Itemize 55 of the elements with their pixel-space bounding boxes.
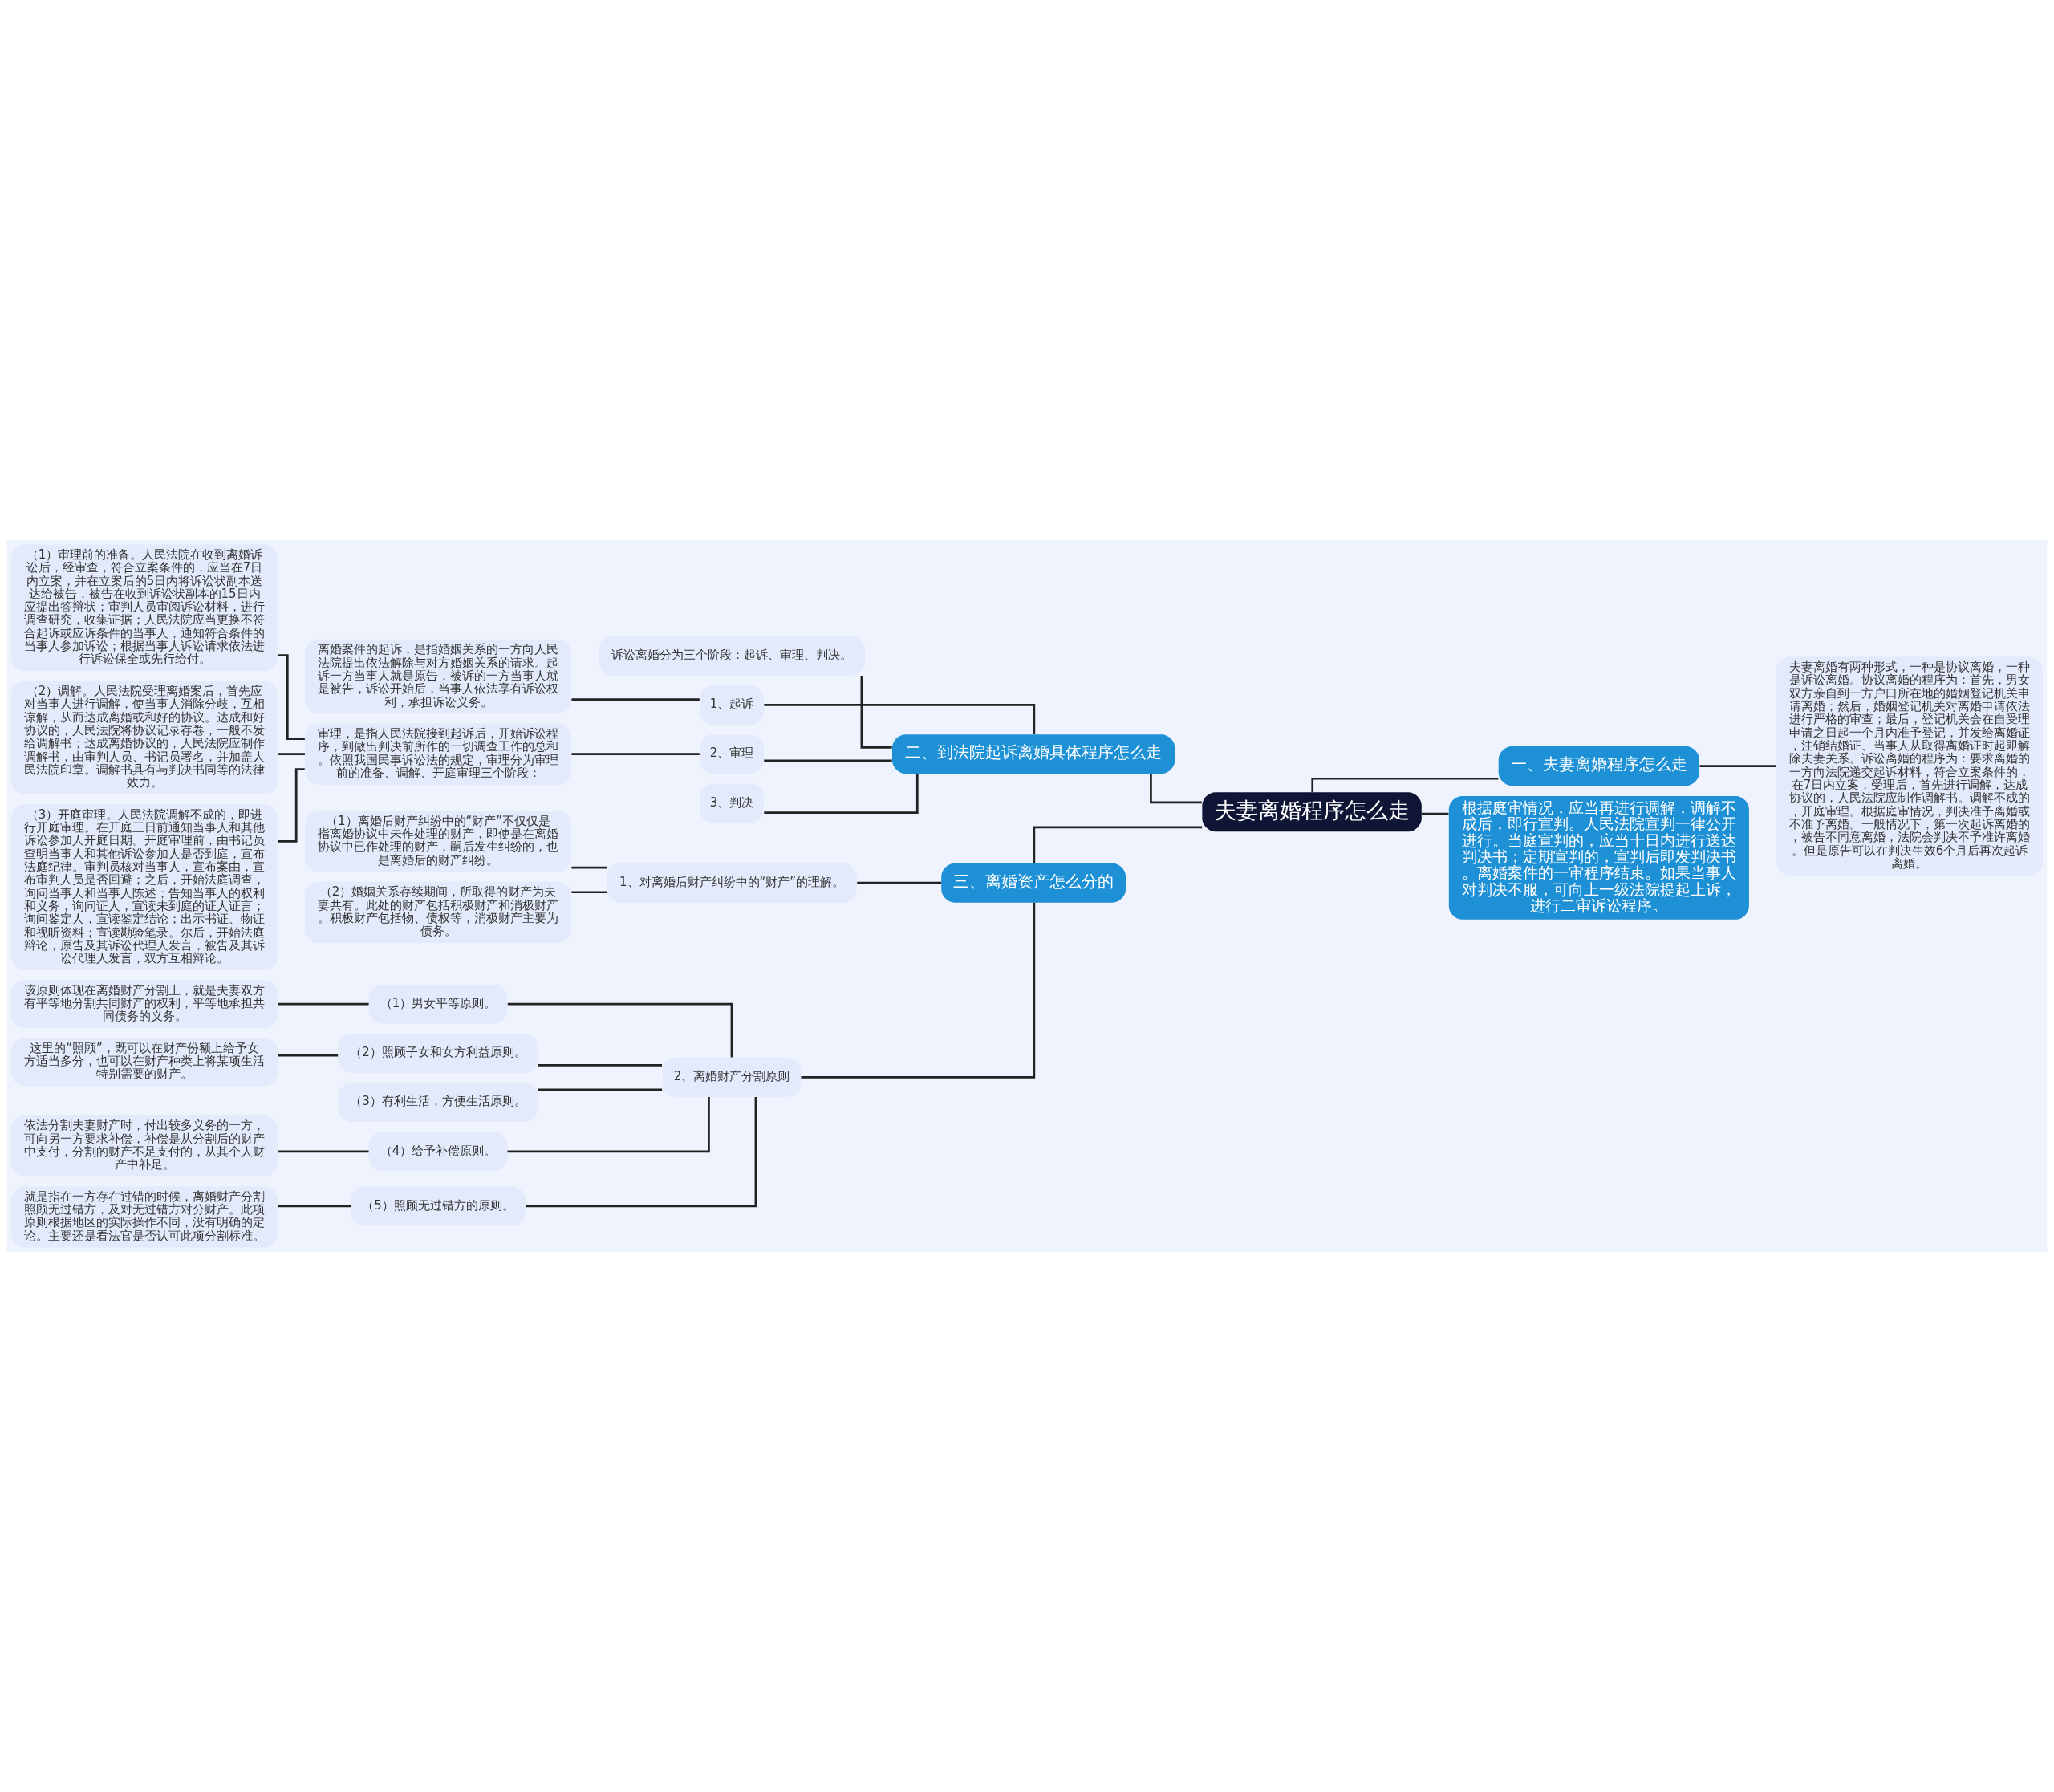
node-box: 该原则体现在离婚财产分割上，就是夫妻双方有平等地分割共同财产的权利，平等地承担共同债务的义务。	[11, 980, 278, 1029]
connector	[278, 768, 305, 843]
connector	[538, 1064, 663, 1067]
connector	[571, 891, 607, 894]
node-box: 离婚案件的起诉，是指婚姻关系的一方向人民法院提出依法解除与对方婚姻关系的请求。起诉一方当事人就是原告，被诉的一方当事人就是被告，诉讼开始后，当事人依法享有诉讼权利，承担诉讼义务。	[305, 639, 571, 714]
node-box: 就是指在一方存在过错的时候，离婚财产分割照顾无过错方，及对无过错方对分财产。此项原则根据地区的实际操作不同，没有明确的定论。主要还是看法官是否认可此项分割标准。	[11, 1186, 278, 1248]
connector	[507, 1097, 710, 1153]
connector	[538, 1088, 663, 1091]
node-box: 审理，是指人民法院接到起诉后，开始诉讼程序，到做出判决前所作的一切调查工作的总和。依照我国民事诉讼法的规定，审理分为审理前的准备、调解、开庭审理三个阶段：	[305, 723, 571, 785]
connector	[860, 676, 892, 749]
connector	[507, 1002, 733, 1058]
node-box: （1）审理前的准备。人民法院在收到离婚诉讼后，经审查，符合立案条件的，应当在7日内立案，并在立案后的5日内将诉讼状副本送达给被告，被告在收到诉讼状副本的15日内应提出答辩状；审判人员审阅诉讼材料，进行调查研究，收集证据；人民法院应当更换不符合起诉或应诉条件的当事人，通知符合条件的当事人参加诉讼；根据当事人诉讼请求依法进行诉讼保全或先行给付。	[11, 544, 278, 672]
connector	[764, 704, 1036, 735]
connector	[764, 774, 919, 814]
node-box: （1）离婚后财产纠纷中的“财产”不仅仅是指离婚协议中未作处理的财产，即使是在离婚协议中已作处理的财产，嗣后发生纠纷的，也是离婚后的财产纠纷。	[305, 811, 571, 872]
connector	[278, 1205, 351, 1208]
node-box: 一、夫妻离婚程序怎么走	[1498, 746, 1699, 786]
node-box: 这里的“照顾”，既可以在财产份额上给予女方适当多分，也可以在财产种类上将某项生活特别需要的财产。	[11, 1038, 278, 1087]
node-box: 依法分割夫妻财产时，付出较多义务的一方，可向另一方要求补偿，补偿是从分割后的财产中支付，分割的财产不足支付的，从其个人财产中补足。	[11, 1115, 278, 1177]
node-box: 3、判决	[699, 783, 765, 823]
connector	[278, 1054, 339, 1057]
node-box: （3）有利生活，方便生活原则。	[338, 1083, 538, 1123]
connector	[571, 753, 700, 755]
connector	[1421, 812, 1449, 815]
connector	[801, 902, 1036, 1079]
connector	[278, 654, 305, 740]
connector	[526, 1097, 757, 1208]
node-box: 1、对离婚后财产纠纷中的“财产”的理解。	[607, 863, 857, 903]
node-box: 夫妻离婚有两种形式，一种是协议离婚，一种是诉讼离婚。协议离婚的程序为：首先，男女双方亲自到一方户口所在地的婚姻登记机关申请离婚；然后，婚姻登记机关对离婚申请依法进行严格的审查；最后，登记机关会在自受理申请之日起一个月内准予登记，并发给离婚证，注销结婚证、当事人从取得离婚证时起即解除夫妻关系。诉讼离婚的程序为：要求离婚的一方向法院递交起诉材料，符合立案条件的，在7日内立案，受理后，首先进行调解，达成协议的，人民法院应制作调解书。调解不成的，开庭审理。根据庭审情况，判决准予离婚或不准予离婚。一般情况下，第一次起诉离婚的，被告不同意离婚，法院会判决不予准许离婚。但是原告可以在判决生效6个月后再次起诉离婚。	[1776, 656, 2043, 876]
node-box: 1、起诉	[699, 685, 765, 725]
node-box: （3）开庭审理。人民法院调解不成的，即进行开庭审理。在开庭三日前通知当事人和其他诉讼参加人开庭日期。开庭审理前，由书记员查明当事人和其他诉讼参加人是否到庭，宣布法庭纪律。审判员核对当事人，宣布案由，宣布审判人员是否回避；之后，开始法庭调查，询问当事人和当事人陈述；告知当事人的权利和义务，询问证人，宣读未到庭的证人证言；询问鉴定人，宣读鉴定结论；出示书证、物证和视听资料；宣读勘验笔录。尔后，开始法庭辩论，原告及其诉讼代理人发言，被告及其诉讼代理人发言，双方互相辩论。	[11, 804, 278, 970]
node-box: 2、离婚财产分割原则	[662, 1057, 802, 1097]
connector	[857, 881, 942, 884]
connector	[1033, 826, 1203, 863]
connector	[1150, 774, 1202, 804]
node-box: 三、离婚资产怎么分的	[941, 863, 1126, 903]
connector	[1311, 777, 1499, 793]
node-box: （2）调解。人民法院受理离婚案后，首先应对当事人进行调解，使当事人消除分歧，互相谅解，从而达成离婚或和好的协议。达成和好协议的，人民法院将协议记录存卷，一般不发给调解书；达成离婚协议的，人民法院应制作调解书，由审判人员、书记员署名，并加盖人民法院印章。调解书具有与判决书同等的法律效力。	[11, 681, 278, 794]
connector	[278, 1150, 369, 1153]
connector	[571, 866, 607, 869]
node-box: （2）照顾子女和女方利益原则。	[338, 1033, 538, 1073]
node-box: 诉讼离婚分为三个阶段：起诉、审理、判决。	[599, 636, 865, 676]
node-box: 2、审理	[699, 734, 765, 774]
node-box: 二、到法院起诉离婚具体程序怎么走	[892, 734, 1175, 774]
connector	[764, 759, 892, 762]
node-box: （5）照顾无过错方的原则。	[351, 1186, 526, 1226]
node-box: （1）男女平等原则。	[368, 984, 508, 1024]
connector	[278, 1002, 369, 1006]
node-box: （2）婚姻关系存续期间，所取得的财产为夫妻共有。此处的财产包括积极财产和消极财产。积极财产包括物、债权等，消极财产主要为债务。	[305, 881, 571, 943]
connector	[1699, 765, 1776, 767]
connector	[571, 698, 700, 701]
node-box: 夫妻离婚程序怎么走	[1202, 792, 1422, 832]
node-box: （4）给予补偿原则。	[368, 1132, 508, 1172]
connector	[278, 753, 305, 755]
node-box: 根据庭审情况，应当再进行调解，调解不成后，即行宣判。人民法院宣判一律公开进行。当庭宣判的，应当十日内进行送达判决书；定期宣判的，宣判后即发判决书。离婚案件的一审程序结束。如果当事人对判决不服，可向上一级法院提起上诉，进行二审诉讼程序。	[1448, 796, 1749, 920]
